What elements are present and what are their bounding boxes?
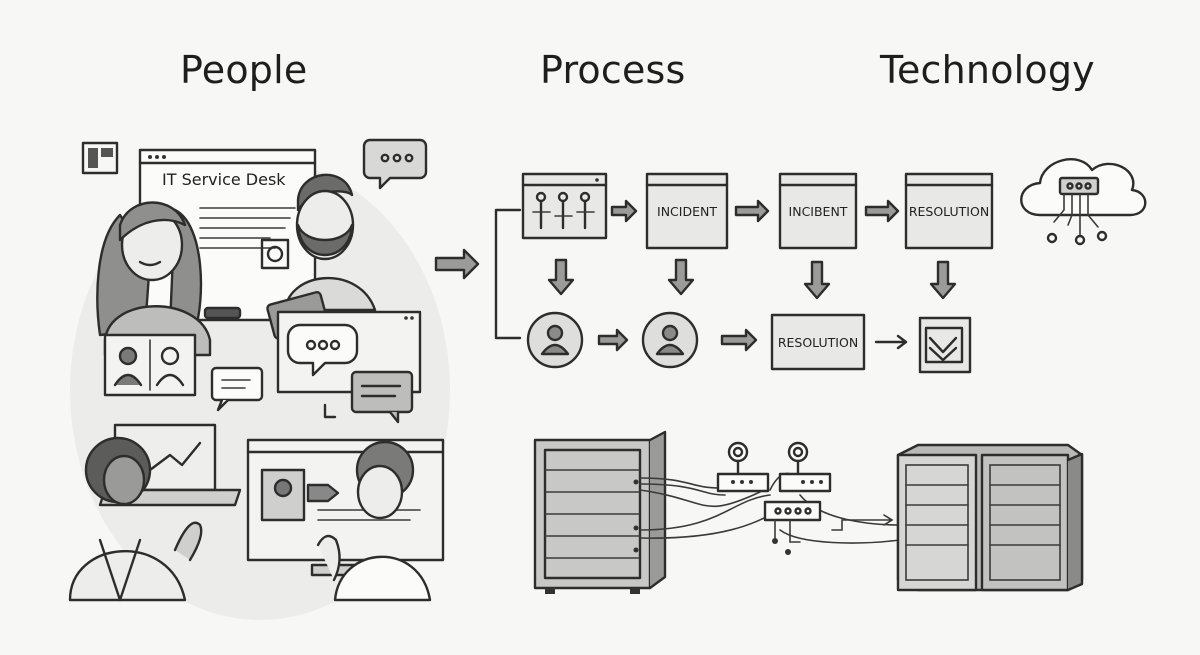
network-switch-icon	[763, 500, 822, 555]
down-arrow	[667, 258, 695, 296]
entry-arrow	[434, 248, 480, 280]
service-desk-title: IT Service Desk	[162, 170, 286, 189]
server-rack-icon	[896, 443, 1084, 592]
heading-technology: Technology	[880, 48, 1095, 92]
flow-arrow	[720, 328, 758, 352]
infrastructure-illustration	[533, 430, 1084, 594]
video-call-window	[103, 333, 197, 397]
person-curly-hair-laptop	[68, 423, 242, 602]
step-label-incident: INCIDENT	[657, 204, 717, 219]
heading-people: People	[180, 48, 308, 92]
down-arrow	[547, 258, 575, 296]
step-label-incibent: INCIBENT	[789, 204, 848, 219]
app-logo-icon	[81, 141, 119, 175]
user-icon	[641, 311, 699, 369]
inbox-icon	[918, 316, 972, 374]
user-icon	[526, 311, 584, 369]
process-step-resolution-top: RESOLUTION	[904, 172, 994, 250]
process-step-incident: INCIDENT	[645, 172, 729, 250]
step-label-resolution-bottom: RESOLUTION	[778, 335, 858, 350]
down-arrow	[929, 260, 957, 300]
step-label-resolution-top: RESOLUTION	[909, 204, 989, 219]
router-icon	[716, 441, 770, 493]
flow-arrow	[864, 199, 900, 223]
process-step-incibent: INCIBENT	[778, 172, 858, 250]
flow-arrow	[597, 328, 629, 352]
server-rack-icon	[533, 430, 667, 594]
chat-bubble-icon	[210, 366, 264, 412]
people-illustration: IT Service Desk	[68, 138, 450, 620]
branch-bracket	[494, 208, 522, 340]
person-woman-agent	[96, 201, 242, 357]
chat-bubble-icon	[350, 370, 414, 424]
process-flow: INCIDENT INCIBENT RESOLUTION	[434, 172, 994, 374]
cloud-icon	[1020, 158, 1147, 246]
heading-process: Process	[540, 48, 686, 92]
flow-arrow	[610, 199, 638, 223]
speech-bubble-icon	[286, 323, 359, 377]
cursor-mark	[323, 403, 337, 419]
speech-bubble-icon	[362, 138, 428, 190]
router-icon	[778, 441, 832, 493]
presentation-monitor	[246, 438, 445, 577]
process-step-resolution-bottom: RESOLUTION	[770, 313, 866, 371]
dashboard-window	[521, 172, 608, 240]
person-presenter	[316, 440, 432, 602]
flow-arrow	[734, 199, 770, 223]
down-arrow	[803, 260, 831, 300]
data-flow-arrow	[831, 514, 894, 531]
thin-arrow	[874, 334, 908, 350]
